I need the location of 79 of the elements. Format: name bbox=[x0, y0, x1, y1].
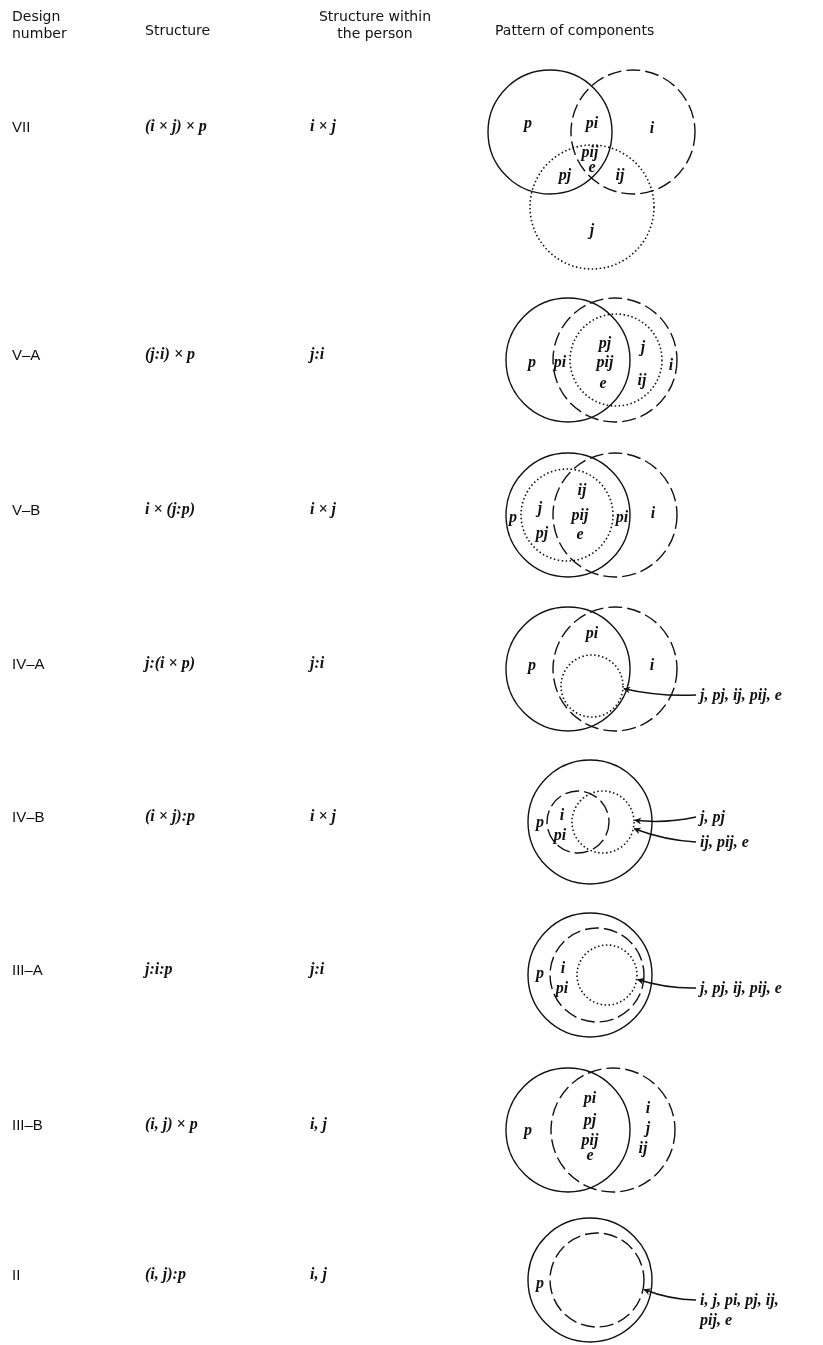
design-number: IV–B bbox=[12, 807, 45, 825]
region-label: j bbox=[589, 222, 595, 238]
design-number: IV–A bbox=[12, 654, 45, 672]
region-label: p bbox=[536, 814, 544, 830]
leader-arrow bbox=[623, 686, 697, 697]
region-label: e bbox=[599, 375, 607, 391]
region-label: i bbox=[560, 960, 566, 976]
inner-circle bbox=[549, 1232, 645, 1328]
leader-arrow bbox=[643, 1288, 697, 1301]
region-label: pi bbox=[553, 354, 567, 370]
column-header: Structure bbox=[145, 22, 212, 39]
design-number: III–A bbox=[12, 960, 43, 978]
region-label: pij bbox=[581, 144, 599, 160]
structure-formula: j:(i × p) bbox=[145, 654, 195, 672]
callout-text: j, pj bbox=[700, 807, 820, 827]
region-label: i bbox=[645, 1100, 651, 1116]
region-label: pj bbox=[535, 525, 549, 541]
design-number: II bbox=[12, 1265, 21, 1283]
inner-circle bbox=[571, 790, 635, 854]
region-label: ij bbox=[637, 372, 647, 388]
callout-text: i, j, pi, pj, ij, pij, e bbox=[700, 1290, 800, 1330]
region-label: i bbox=[650, 505, 656, 521]
region-label: ij bbox=[577, 482, 587, 498]
region-label: j bbox=[645, 1120, 651, 1136]
region-label: pi bbox=[615, 509, 629, 525]
region-label: ij bbox=[615, 167, 625, 183]
callout-text: ij, pij, e bbox=[700, 832, 820, 852]
leader-arrow bbox=[633, 827, 697, 843]
structure-formula: (i, j):p bbox=[145, 1265, 186, 1283]
region-label: pj bbox=[583, 1112, 597, 1128]
region-label: pj bbox=[598, 335, 612, 351]
region-label: p bbox=[536, 965, 544, 981]
region-label: j bbox=[537, 500, 543, 516]
region-label: pi bbox=[583, 1090, 597, 1106]
region-label: p bbox=[509, 509, 517, 525]
structure-formula: (i × j):p bbox=[145, 807, 195, 825]
person-structure-formula: i × j bbox=[310, 117, 336, 135]
person-structure-formula: j:i bbox=[310, 960, 325, 978]
structure-formula: (i × j) × p bbox=[145, 117, 207, 135]
region-label: pij bbox=[571, 507, 589, 523]
region-label: pj bbox=[558, 167, 572, 183]
callout-text: j, pj, ij, pij, e bbox=[700, 978, 823, 998]
region-label: i bbox=[668, 357, 674, 373]
region-label: pij bbox=[581, 1132, 599, 1148]
person-structure-formula: i, j bbox=[310, 1115, 327, 1133]
inner-circle bbox=[560, 654, 624, 718]
design-number: III–B bbox=[12, 1115, 43, 1133]
structure-formula: (i, j) × p bbox=[145, 1115, 198, 1133]
leader-arrow bbox=[634, 816, 697, 825]
person-structure-formula: j:i bbox=[310, 345, 325, 363]
region-label: i bbox=[649, 120, 655, 136]
region-label: p bbox=[524, 1122, 532, 1138]
region-label: p bbox=[536, 1275, 544, 1291]
callout-text: j, pj, ij, pij, e bbox=[700, 685, 823, 705]
person-structure-formula: j:i bbox=[310, 654, 325, 672]
leader-arrow bbox=[636, 977, 697, 989]
region-label: p bbox=[528, 657, 536, 673]
column-header: Structure within the person bbox=[317, 8, 432, 42]
person-structure-formula: i × j bbox=[310, 500, 336, 518]
region-label: i bbox=[559, 807, 565, 823]
region-label: p bbox=[524, 115, 532, 131]
region-label: i bbox=[649, 657, 655, 673]
region-label: pi bbox=[585, 115, 599, 131]
region-label: p bbox=[528, 354, 536, 370]
region-label: e bbox=[576, 526, 584, 542]
person-structure-formula: i × j bbox=[310, 807, 336, 825]
person-structure-formula: i, j bbox=[310, 1265, 327, 1283]
structure-formula: j:i:p bbox=[145, 960, 173, 978]
region-label: pij bbox=[596, 354, 614, 370]
structure-formula: i × (j:p) bbox=[145, 500, 195, 518]
column-header: Design number bbox=[12, 8, 68, 42]
structure-formula: (j:i) × p bbox=[145, 345, 195, 363]
region-label: j bbox=[640, 339, 646, 355]
design-number: V–A bbox=[12, 345, 41, 363]
region-label: ij bbox=[638, 1140, 648, 1156]
column-header: Pattern of components bbox=[495, 22, 656, 39]
inner-circle bbox=[576, 944, 638, 1006]
design-number: VII bbox=[12, 117, 31, 135]
design-number: V–B bbox=[12, 500, 41, 518]
